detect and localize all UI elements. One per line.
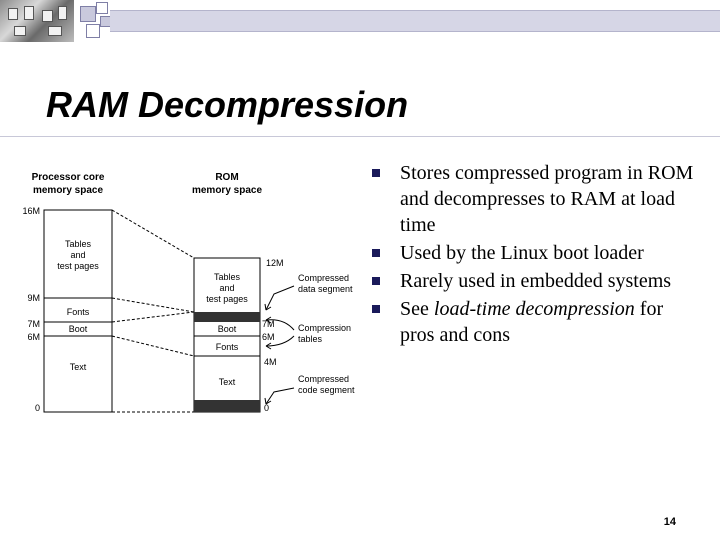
ram-address: 16M [22, 206, 40, 216]
bullet-item: Rarely used in embedded systems [372, 268, 702, 294]
annotation-compression-tables-1: Compression [298, 323, 351, 333]
bullet-item: Used by the Linux boot loader [372, 240, 702, 266]
building-photo [0, 0, 74, 42]
bullet-square-icon [372, 169, 380, 177]
rom-address: 0 [264, 403, 269, 413]
rom-text-label: Text [219, 377, 236, 387]
bullet-text: Used by the Linux boot loader [400, 242, 644, 264]
title-divider [0, 136, 720, 137]
ram-address: 7M [27, 319, 40, 329]
header-square [96, 2, 108, 14]
rom-address: 6M [262, 332, 275, 342]
bullet-square-icon [372, 277, 380, 285]
slide-header-decoration [0, 0, 720, 50]
bullet-square-icon [372, 249, 380, 257]
ram-text-label: Text [70, 362, 87, 372]
left-title-line-1: Processor core [32, 172, 105, 183]
ram-address: 9M [27, 293, 40, 303]
ram-tables-label-1: Tables [65, 239, 92, 249]
annotation-arrow [266, 286, 294, 310]
mapping-line [112, 336, 194, 356]
slide-title: RAM Decompression [46, 84, 408, 126]
header-square [86, 24, 100, 38]
rom-compressed-data-block [194, 312, 260, 322]
bullet-emphasis: load-time decompression [434, 298, 635, 320]
annotation-compressed-code-2: code segment [298, 385, 355, 395]
right-title-line-2: memory space [192, 185, 262, 196]
annotation-compression-tables-2: tables [298, 334, 323, 344]
header-square [80, 6, 96, 22]
rom-address: 7M [262, 319, 275, 329]
rom-boot-label: Boot [218, 324, 237, 334]
left-title-line-2: memory space [33, 185, 103, 196]
annotation-compressed-data-2: data segment [298, 284, 353, 294]
rom-tables-label-1: Tables [214, 272, 241, 282]
rom-address: 12M [266, 258, 284, 268]
bullet-text: Stores compressed program in ROM and dec… [400, 162, 693, 236]
bullet-item: Stores compressed program in ROM and dec… [372, 160, 702, 238]
bullet-square-icon [372, 305, 380, 313]
right-title-line-1: ROM [215, 172, 238, 183]
header-band [110, 10, 720, 32]
mapping-line [112, 210, 194, 258]
ram-address: 6M [27, 332, 40, 342]
mapping-line [112, 312, 194, 322]
mapping-line [112, 298, 194, 312]
annotation-compressed-data-1: Compressed [298, 273, 349, 283]
rom-fonts-label: Fonts [216, 342, 239, 352]
rom-address: 4M [264, 357, 277, 367]
ram-boot-label: Boot [69, 324, 88, 334]
annotation-compressed-code-1: Compressed [298, 374, 349, 384]
bullet-text: Rarely used in embedded systems [400, 270, 671, 292]
ram-tables-label-3: test pages [57, 261, 99, 271]
ram-tables-label-2: and [70, 250, 85, 260]
rom-compressed-code-block [194, 400, 260, 412]
ram-fonts-label: Fonts [67, 307, 90, 317]
bullet-item: See load-time decompression for pros and… [372, 296, 702, 348]
rom-tables-label-2: and [219, 283, 234, 293]
rom-tables-label-3: test pages [206, 294, 248, 304]
bullet-list: Stores compressed program in ROM and dec… [372, 160, 702, 350]
bullet-text-before: See [400, 298, 434, 320]
memory-map-diagram: Processor core memory space ROM memory s… [22, 160, 372, 422]
page-number: 14 [664, 516, 676, 528]
ram-address: 0 [35, 403, 40, 413]
